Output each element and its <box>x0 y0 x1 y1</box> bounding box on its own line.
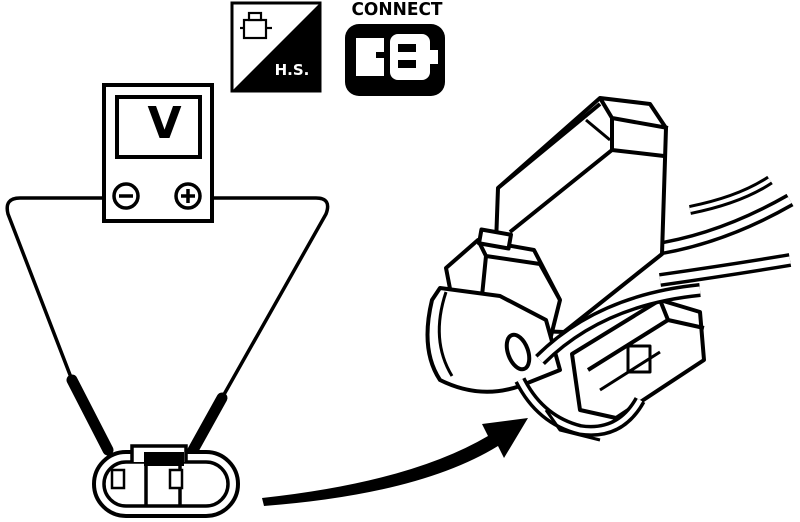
curved-arrow-icon <box>262 418 528 506</box>
test-lead-positive <box>178 196 330 480</box>
connector-end-view <box>92 444 240 518</box>
hot-state-engine-icon <box>230 1 322 93</box>
voltmeter-display: V <box>147 98 182 149</box>
sensor-harness-illustration <box>425 96 794 442</box>
connect-label: CONNECT <box>351 0 443 21</box>
voltmeter-icon <box>102 83 214 223</box>
connector-connected-icon <box>345 24 445 96</box>
test-lead-negative <box>5 196 120 477</box>
hot-state-label: H.S. <box>274 61 310 79</box>
